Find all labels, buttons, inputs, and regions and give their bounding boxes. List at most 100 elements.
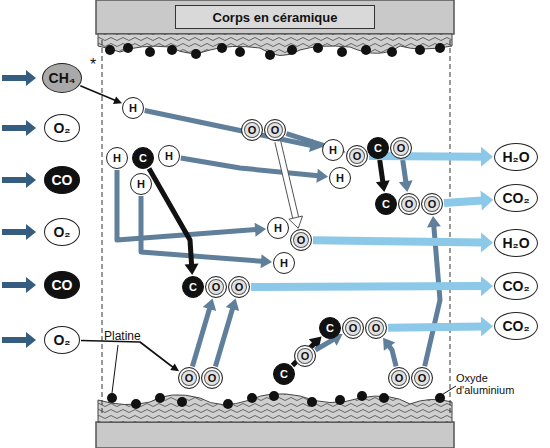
node-text: O: [353, 151, 362, 162]
oxygen-atom: O: [294, 345, 316, 367]
oxygen-atom: O: [346, 145, 368, 167]
node-text: H: [336, 173, 344, 184]
input-molecule: CO: [44, 271, 80, 299]
oxygen-atom: O: [264, 119, 286, 141]
hydrogen-atom: H: [267, 217, 289, 239]
dashed-boundary: [102, 40, 103, 415]
platinum-dot: [123, 43, 133, 53]
platinum-dot: [361, 45, 371, 55]
platinum-dot: [223, 399, 233, 409]
carbon-atom: C: [319, 317, 341, 339]
node-text: H₂O: [502, 150, 529, 164]
reaction-arrow: [215, 299, 239, 367]
hydrogen-atom: H: [130, 173, 152, 195]
reaction-arrow: [181, 158, 328, 183]
part-label: Platine: [104, 330, 164, 343]
node-text: O: [395, 373, 404, 384]
node-text: O: [212, 282, 221, 293]
node-text: C: [382, 199, 390, 210]
node-text: CO₂: [502, 279, 529, 293]
platinum-dot: [105, 45, 115, 55]
node-text: H: [129, 103, 137, 114]
reaction-arrow: [388, 317, 493, 337]
oxygen-atom: O: [398, 193, 420, 215]
reaction-arrow: [286, 134, 345, 156]
carbon-atom: C: [273, 363, 295, 385]
input-molecule: O₂: [44, 114, 80, 142]
oxygen-atom: O: [411, 367, 433, 389]
node-text: O: [405, 199, 414, 210]
oxygen-atom: O: [390, 137, 412, 159]
node-text: O: [418, 373, 427, 384]
input-arrows: [2, 70, 36, 348]
hydrogen-atom: H: [122, 97, 144, 119]
ceramic-top: [96, 0, 454, 34]
node-text: O₂: [53, 225, 70, 239]
platinum-dot: [217, 43, 227, 53]
platinum-dot: [269, 391, 279, 401]
reaction-arrow: [251, 276, 493, 296]
reaction-arrow: [313, 233, 493, 253]
carbon-atom: C: [132, 147, 154, 169]
platinum-dot: [415, 45, 425, 55]
input-molecule: CH₄: [42, 63, 82, 93]
hydrogen-atom: H: [273, 252, 295, 274]
reaction-arrow: [278, 142, 303, 229]
oxygen-atom: O: [201, 367, 223, 389]
platinum-dot: [335, 395, 345, 405]
node-text: O: [301, 351, 310, 362]
platinum-dot: [387, 47, 397, 57]
reaction-arrow: [376, 160, 390, 192]
node-text: O₂: [53, 333, 70, 347]
ceramic-bottom: [96, 422, 454, 448]
node-text: O: [208, 373, 217, 384]
node-text: O: [372, 323, 381, 334]
carbon-atom: C: [375, 193, 397, 215]
output-molecule: CO₂: [494, 184, 538, 212]
platinum-dot: [145, 47, 155, 57]
reaction-arrow: [383, 338, 396, 367]
node-text: O: [235, 282, 244, 293]
input-molecule: CO: [44, 166, 80, 194]
reaction-arrow: [81, 341, 179, 372]
oxygen-atom: O: [421, 193, 443, 215]
node-text: CO: [52, 278, 73, 292]
carbon-atom: C: [367, 137, 389, 159]
node-text: H: [137, 179, 145, 190]
node-text: C: [139, 153, 147, 164]
node-text: H: [274, 223, 282, 234]
platinum-dot: [357, 391, 367, 401]
input-molecule: O₂: [44, 218, 80, 246]
oxygen-atom: O: [228, 276, 250, 298]
node-text: Corps en céramique: [213, 11, 338, 24]
platinum-dot: [107, 393, 117, 403]
oxygen-atom: O: [178, 367, 200, 389]
node-text: C: [326, 323, 334, 334]
node-text: CH₄: [49, 71, 76, 85]
platinum-dot: [247, 393, 257, 403]
output-molecule: H₂O: [494, 143, 538, 171]
platinum-dot: [337, 47, 347, 57]
platinum-dot: [435, 43, 445, 53]
node-text: H: [280, 258, 288, 269]
platinum-dot: [191, 49, 201, 59]
platinum-dot: [307, 397, 317, 407]
leader-line: [112, 345, 118, 393]
output-molecule: CO₂: [494, 312, 538, 340]
platinum-dot: [435, 393, 445, 403]
platinum-dot: [177, 397, 187, 407]
node-text: O: [397, 143, 406, 154]
reaction-arrow: [399, 160, 413, 192]
hydrogen-atom: H: [106, 147, 128, 169]
output-molecule: H₂O: [494, 229, 538, 257]
platinum-dot: [235, 47, 245, 57]
node-text: CO: [52, 173, 73, 187]
node-text: O: [248, 125, 257, 136]
reaction-arrow: [80, 86, 122, 104]
footnote-mark: *: [90, 56, 104, 74]
platinum-dot: [287, 45, 297, 55]
node-text: H: [113, 153, 121, 164]
platinum-dot: [131, 399, 141, 409]
node-text: O: [349, 323, 358, 334]
hydrogen-atom: H: [158, 145, 180, 167]
